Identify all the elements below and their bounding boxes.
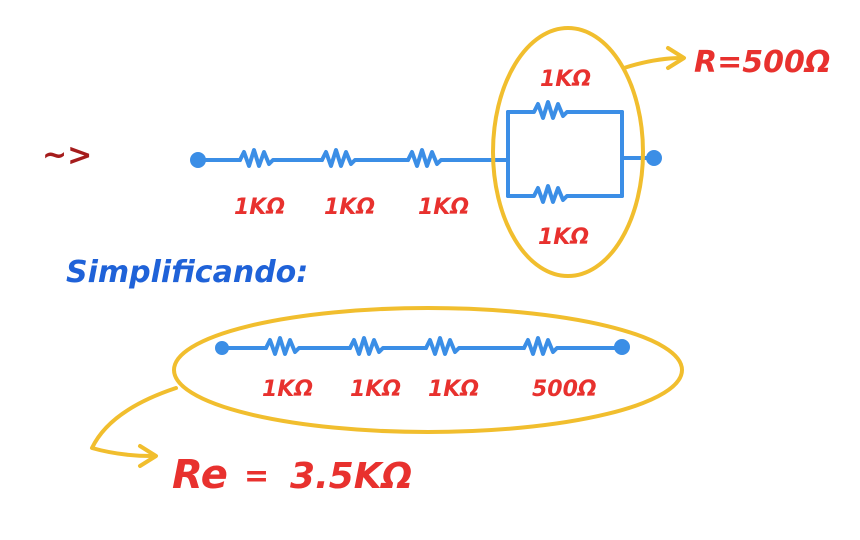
series-resistor-3 [424, 336, 478, 356]
simplifying-heading: Simplificando: [66, 255, 308, 290]
series-resistor-500 [522, 336, 606, 356]
arrow-mark: ~> [42, 138, 92, 173]
series-label-500: 500Ω [532, 377, 597, 402]
resistor-1 [238, 148, 292, 168]
series-highlight-ellipse [172, 306, 684, 434]
parallel-result-arrow [622, 46, 686, 70]
parallel-resistor-bottom [506, 184, 624, 204]
parallel-top-label: 1KΩ [540, 67, 591, 92]
bottom-circuit [215, 336, 630, 356]
resistor-3-label: 1KΩ [418, 195, 469, 220]
series-label-1: 1KΩ [262, 377, 313, 402]
series-resistor-2 [348, 336, 406, 356]
result-symbol: Re [172, 452, 228, 498]
series-label-3: 1KΩ [428, 377, 479, 402]
series-resistor-1 [264, 336, 322, 356]
parallel-highlight-ellipse [491, 26, 645, 278]
resistor-2-label: 1KΩ [324, 195, 375, 220]
terminal-right-node [646, 150, 662, 166]
resistor-3 [406, 148, 462, 168]
parallel-result-label: R=500Ω [694, 45, 830, 80]
top-circuit [190, 100, 662, 204]
series-label-2: 1KΩ [350, 377, 401, 402]
resistor-2 [320, 148, 374, 168]
parallel-bottom-label: 1KΩ [538, 225, 589, 250]
parallel-resistor-top [506, 100, 624, 120]
result-equals: = [244, 459, 269, 494]
resistor-1-label: 1KΩ [234, 195, 285, 220]
result-arrow [90, 386, 178, 468]
terminal-right-node [614, 339, 630, 355]
result-value: 3.5KΩ [290, 456, 412, 497]
